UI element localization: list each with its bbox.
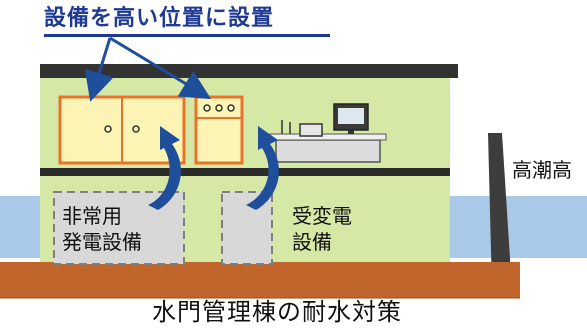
- ground: [0, 262, 520, 298]
- substation-label-line1: 受変電: [292, 204, 352, 228]
- monitor-stand: [348, 130, 354, 134]
- generator-knob-left: [104, 125, 112, 133]
- substation-dial-3: [227, 104, 235, 112]
- control-desk: [275, 139, 381, 163]
- pointer-to-substation: [109, 36, 212, 100]
- roof: [40, 64, 458, 78]
- substation-cabinet: [194, 95, 244, 165]
- floor-slab: [40, 168, 450, 176]
- control-desk-top: [269, 133, 387, 141]
- diagram-caption: 水門管理棟の耐水対策: [152, 298, 402, 326]
- pointer-to-generator: [84, 37, 114, 102]
- generator-label-line2: 発電設備: [62, 230, 142, 254]
- generator-room-label: 非常用 発電設備: [62, 203, 142, 255]
- generator-move-arrow: [148, 126, 181, 210]
- monitor-screen: [338, 108, 364, 124]
- substation-dial-2: [215, 104, 223, 112]
- substation-label-line2: 設備: [292, 230, 332, 254]
- laptop: [299, 123, 323, 137]
- substation-room-label: 受変電 設備: [292, 203, 352, 255]
- tide-level-label: 高潮高: [512, 158, 572, 182]
- title-underline: [44, 34, 330, 37]
- diagram-title: 設備を高い位置に設置: [44, 6, 275, 31]
- substation-dial-1: [203, 104, 211, 112]
- tide-wall: [488, 133, 512, 290]
- generator-label-line1: 非常用: [62, 204, 122, 228]
- substation-move-arrow: [246, 126, 279, 210]
- generator-knob-right: [132, 125, 140, 133]
